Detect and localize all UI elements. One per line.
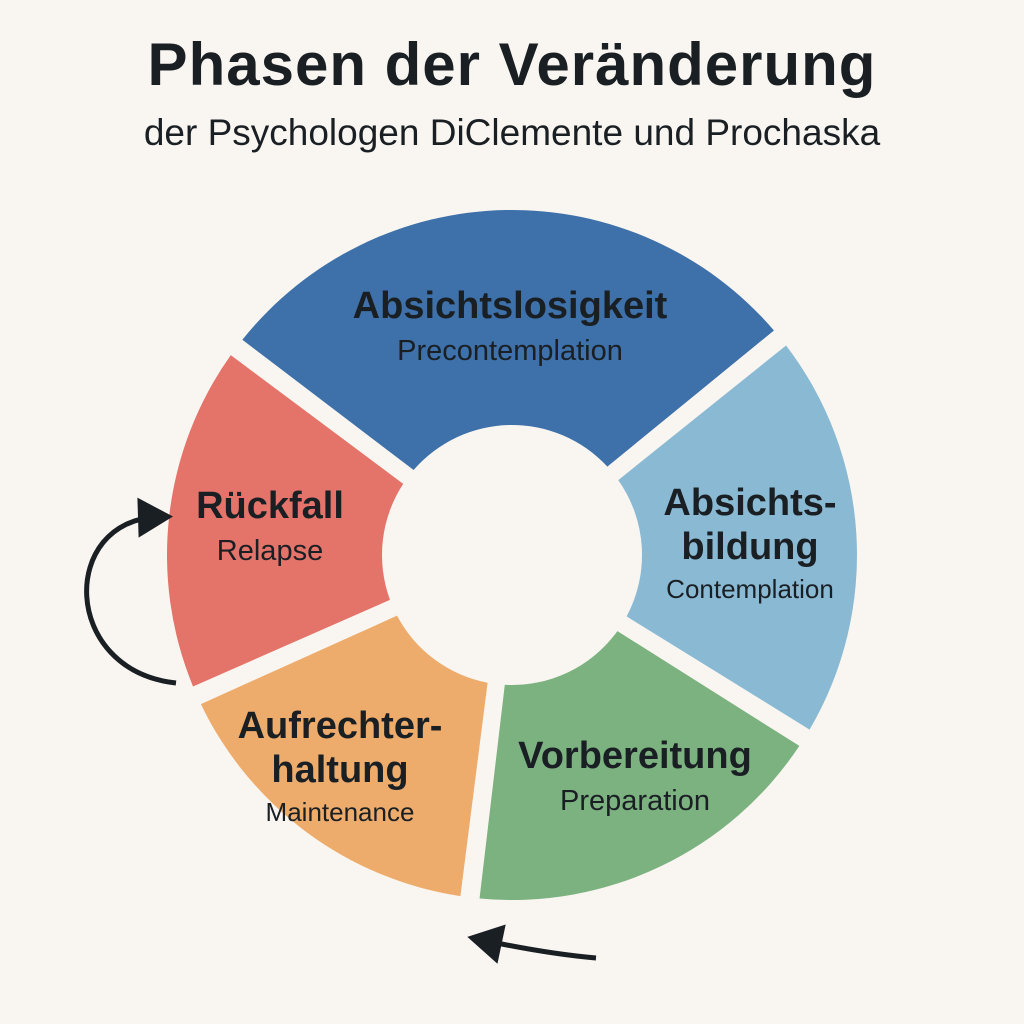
ring-segment-maintenance [200, 615, 488, 897]
page-subtitle: der Psychologen DiClemente und Prochaska [143, 112, 881, 153]
stage-english-label: Contemplation [666, 574, 834, 605]
stage-relapse: Rückfall Relapse [170, 485, 370, 568]
stage-preparation: Vorbereitung Preparation [490, 735, 780, 818]
stage-english-label: Precontemplation [397, 334, 623, 367]
ring-segment-contemplation [618, 345, 858, 730]
stage-precontemplation: Absichtslosigkeit Precontemplation [290, 285, 730, 368]
ring-segment-relapse [166, 355, 404, 687]
stage-german-label: Aufrechter- haltung [237, 705, 443, 791]
stage-english-label: Relapse [216, 534, 324, 567]
ring-segment-preparation [479, 631, 800, 900]
cycle-direction-arrow [467, 924, 597, 964]
ring-segment-precontemplation [242, 210, 774, 471]
stage-german-label: Absichtslosigkeit [352, 285, 668, 327]
stage-english-label: Preparation [560, 784, 710, 817]
relapse-cycle-arrow [84, 497, 177, 686]
stage-contemplation: Absichts- bildung Contemplation [640, 482, 860, 605]
stage-english-label: Maintenance [265, 797, 415, 828]
stage-german-label: Absichts- bildung [663, 482, 837, 568]
stage-maintenance: Aufrechter- haltung Maintenance [210, 705, 470, 828]
page-title: Phasen der Veränderung [147, 31, 877, 98]
stage-german-label: Vorbereitung [518, 735, 752, 777]
stage-german-label: Rückfall [196, 485, 344, 527]
